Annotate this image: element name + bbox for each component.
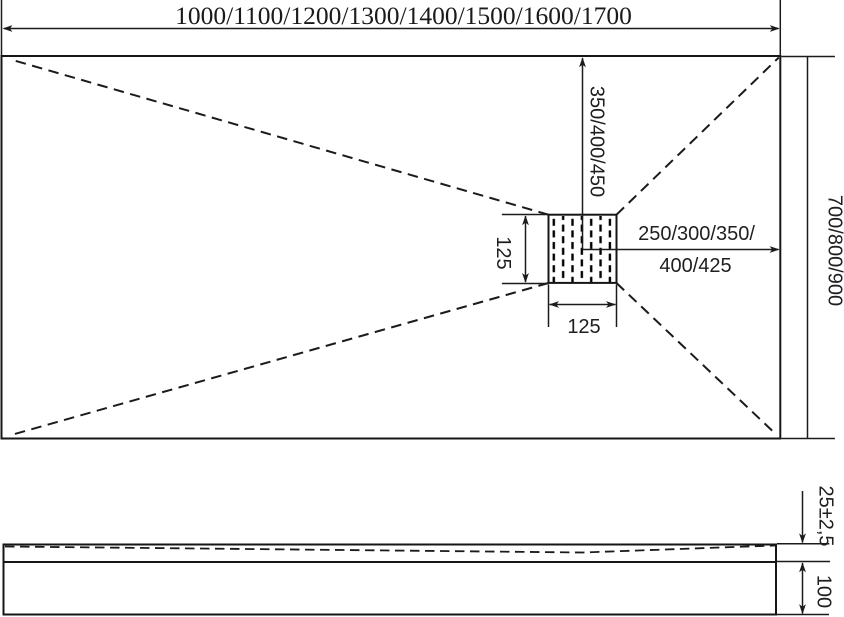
svg-text:125: 125 xyxy=(492,236,514,269)
svg-text:100: 100 xyxy=(813,575,835,608)
svg-text:400/425: 400/425 xyxy=(659,255,731,277)
svg-text:1000/1100/1200/1300/1400/1500/: 1000/1100/1200/1300/1400/1500/1600/1700 xyxy=(175,1,632,30)
svg-text:700/800/900: 700/800/900 xyxy=(824,195,844,306)
svg-text:350/400/450: 350/400/450 xyxy=(586,86,608,197)
svg-text:25±2,5: 25±2,5 xyxy=(815,485,837,546)
svg-text:125: 125 xyxy=(567,316,600,338)
svg-text:250/300/350/: 250/300/350/ xyxy=(638,223,755,245)
